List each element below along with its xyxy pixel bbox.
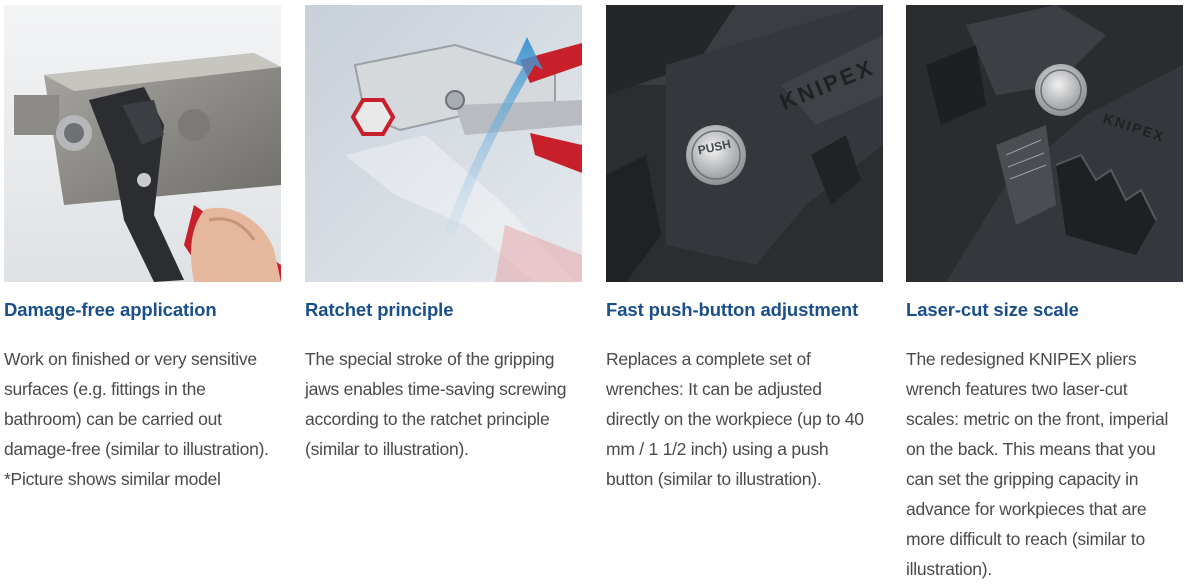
feature-description-line: surfaces (e.g. fittings in the — [4, 379, 206, 399]
feature-description-line: jaws enables time-saving screwing — [305, 379, 567, 399]
feature-description: Work on finished or very sensitive surfa… — [4, 344, 281, 494]
feature-title: Damage-free application — [4, 299, 217, 320]
feature-title: Fast push-button adjustment — [606, 299, 859, 320]
feature-description-line: (similar to illustration). — [305, 439, 469, 459]
feature-description-line: illustration). — [906, 559, 992, 579]
feature-description-line: scales: metric on the front, imperial — [906, 409, 1169, 429]
feature-description-line: wrenches: It can be adjusted — [606, 379, 822, 399]
feature-description-line: directly on the workpiece (up to 40 — [606, 409, 864, 429]
feature-title: Ratchet principle — [305, 299, 454, 320]
feature-card-size-scale: KNIPEX Laser-cut size scale The redesign… — [906, 5, 1183, 584]
feature-description-line: button (similar to illustration). — [606, 469, 822, 489]
feature-description-line: mm / 1 1/2 inch) using a push — [606, 439, 829, 459]
feature-description-line: can set the gripping capacity in — [906, 469, 1139, 489]
feature-grid: Damage-free application Work on finished… — [4, 5, 1184, 583]
feature-card-damage-free: Damage-free application Work on finished… — [4, 5, 281, 494]
feature-description: Replaces a complete set of wrenches: It … — [606, 344, 883, 494]
feature-description-line: The redesigned KNIPEX pliers — [906, 349, 1137, 369]
feature-card-push-button: PUSH KNIPEX Fast push-button adjustment … — [606, 5, 883, 494]
feature-image-size-scale: KNIPEX — [906, 5, 1183, 282]
feature-description-line: wrench features two laser-cut — [906, 379, 1128, 399]
feature-description-line: bathroom) can be carried out — [4, 409, 222, 429]
feature-description-line: advance for workpieces that are — [906, 499, 1147, 519]
feature-image-damage-free — [4, 5, 281, 282]
feature-description-line: *Picture shows similar model — [4, 469, 221, 489]
feature-title: Laser-cut size scale — [906, 299, 1079, 320]
push-button-label: PUSH — [697, 137, 733, 158]
feature-description-line: The special stroke of the gripping — [305, 349, 555, 369]
feature-card-ratchet: Ratchet principle The special stroke of … — [305, 5, 582, 464]
feature-description-line: according to the ratchet principle — [305, 409, 550, 429]
feature-description: The special stroke of the gripping jaws … — [305, 344, 582, 464]
feature-description-line: Work on finished or very sensitive — [4, 349, 257, 369]
feature-description-line: on the back. This means that you — [906, 439, 1156, 459]
feature-description-line: damage-free (similar to illustration). — [4, 439, 269, 459]
feature-description-line: Replaces a complete set of — [606, 349, 811, 369]
feature-description-line: more difficult to reach (similar to — [906, 529, 1145, 549]
feature-image-push-button: PUSH KNIPEX — [606, 5, 883, 282]
feature-description: The redesigned KNIPEX pliers wrench feat… — [906, 344, 1183, 584]
feature-image-ratchet — [305, 5, 582, 282]
